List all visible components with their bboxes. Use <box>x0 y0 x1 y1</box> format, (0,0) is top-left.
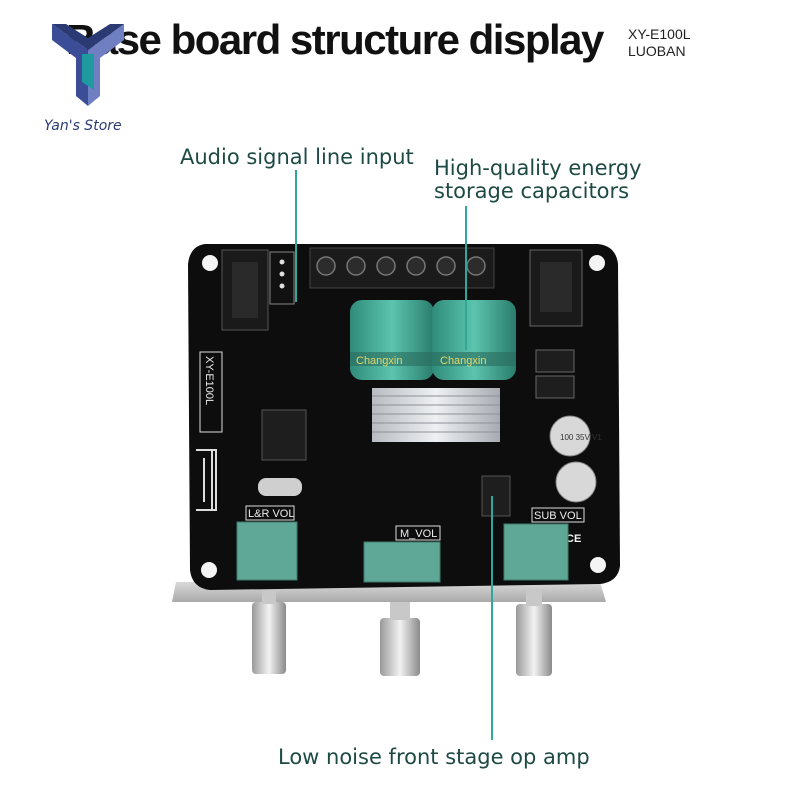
store-logo-icon <box>52 24 124 106</box>
label-audio-input: Audio signal line input <box>180 145 414 169</box>
ce-mark: CE <box>566 533 581 545</box>
page-title: Base board structure display <box>66 16 604 63</box>
knob-label-sub: SUB VOL <box>534 510 582 522</box>
capacitor-brand-label-1: Changxin <box>356 355 402 367</box>
model-info: XY-E100L LUOBAN <box>628 26 691 60</box>
label-capacitors-line2: storage capacitors <box>434 179 630 203</box>
silkscreen-model: XY-E100L <box>203 356 215 405</box>
label-op-amp: Low noise front stage op amp <box>278 745 590 769</box>
model-number: XY-E100L <box>628 26 691 42</box>
capacitor-brand-label-2: Changxin <box>440 355 486 367</box>
knob-label-lr: L&R VOL <box>248 508 294 520</box>
label-capacitors: High-quality energy storage capacitors <box>434 157 642 203</box>
model-brand: LUOBAN <box>628 43 686 59</box>
store-name: Yan's Store <box>44 118 122 134</box>
small-cap-label: 100 35V V1 <box>560 433 602 442</box>
label-capacitors-line1: High-quality energy <box>434 156 642 180</box>
knob-label-m: M_VOL <box>400 528 437 540</box>
